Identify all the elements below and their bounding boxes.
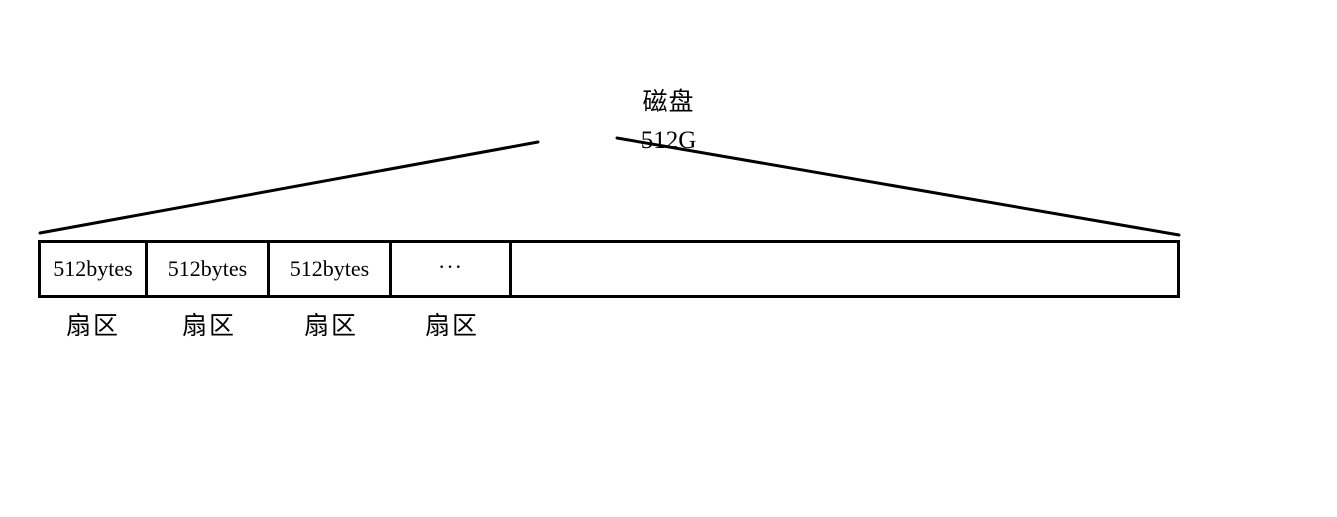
sector-cell: 512bytes	[270, 243, 392, 295]
sector-label: 扇区	[65, 313, 120, 340]
sector-label: 扇区	[303, 313, 358, 340]
sector-cell-ellipsis: ···	[392, 243, 512, 295]
ellipsis-label: ···	[438, 254, 463, 279]
sector-cell-label: 512bytes	[289, 256, 370, 281]
sector-label: 扇区	[424, 313, 479, 340]
sector-cell-label: 512bytes	[53, 256, 133, 281]
disk-title: 磁盘	[642, 89, 695, 116]
disk-strip: 512bytes 512bytes 512bytes ···	[38, 240, 1180, 298]
disk-capacity-label: 512G	[640, 127, 697, 154]
sector-cell: 512bytes	[148, 243, 270, 295]
disk-remainder-region	[512, 243, 1177, 295]
sector-cell: 512bytes	[41, 243, 148, 295]
sector-label-row: 扇区 扇区 扇区 扇区	[38, 311, 512, 351]
sector-label: 扇区	[181, 313, 236, 340]
sector-cell-label: 512bytes	[167, 256, 248, 281]
